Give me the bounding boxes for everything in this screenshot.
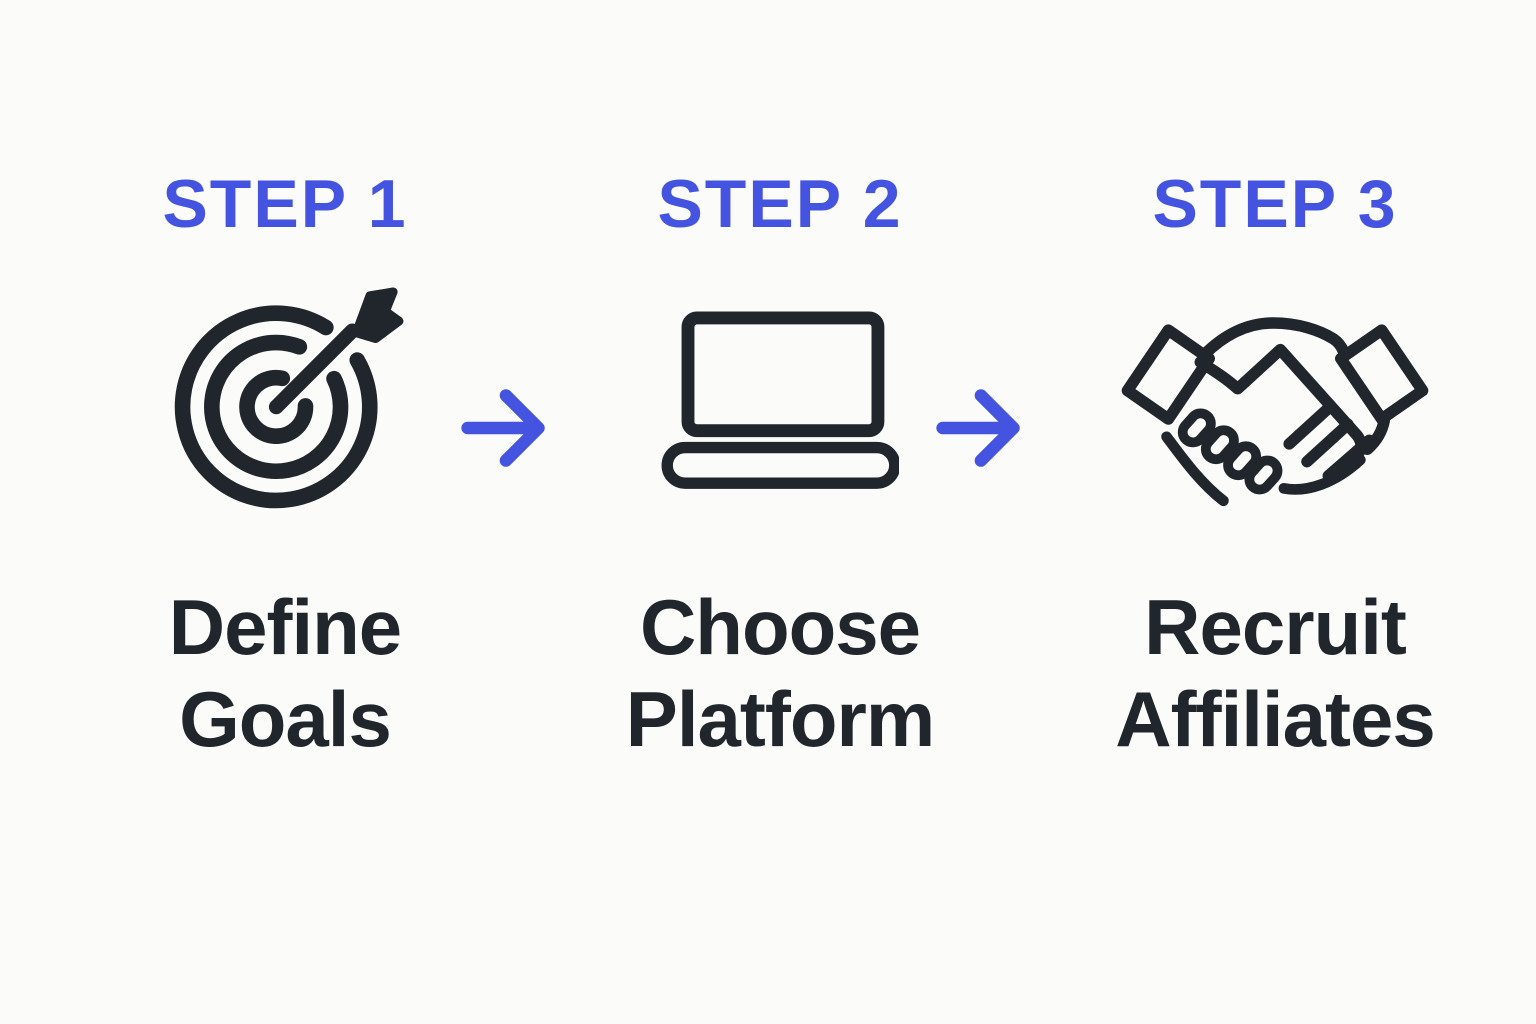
- handshake-icon: [1121, 316, 1429, 506]
- step-3-label: STEP 3: [1152, 166, 1398, 242]
- step-1-label: STEP 1: [162, 166, 408, 242]
- arrow-step1-to-step2: [458, 382, 573, 479]
- target-icon: [174, 286, 404, 508]
- arrow-step2-to-step3: [933, 382, 1048, 479]
- step-3-title: Recruit Affiliates: [1115, 583, 1435, 763]
- step-3-column: STEP 3: [1055, 170, 1495, 765]
- step-2-icon-box: [661, 280, 899, 525]
- step-2-title: Choose Platform: [625, 583, 935, 763]
- step-1-title: Define Goals: [168, 583, 402, 763]
- step-1-column: STEP 1 Define Goals: [65, 170, 505, 765]
- right-arrow-icon: [461, 389, 545, 467]
- laptop-icon: [661, 310, 899, 489]
- step-3-icon-box: [1115, 280, 1435, 525]
- steps-row: STEP 1 Define Goals STEP 2: [12, 170, 1536, 765]
- step-2-column: STEP 2 Choose Platform: [560, 170, 1000, 765]
- step-1-icon-box: [164, 280, 406, 525]
- right-arrow-icon: [936, 389, 1020, 467]
- step-2-label: STEP 2: [657, 166, 903, 242]
